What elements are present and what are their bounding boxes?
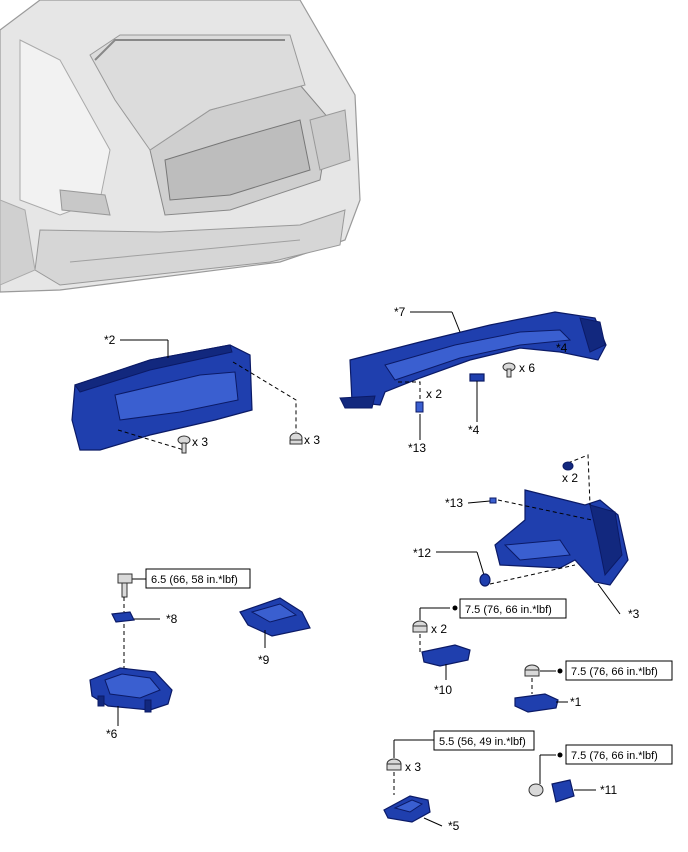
torque-10: 7.5 (76, 66 in.*lbf) — [465, 604, 552, 616]
callout-4-upper: *4 — [556, 341, 568, 355]
qty-left-clip: x 3 — [304, 433, 320, 447]
callout-5: *5 — [448, 819, 460, 833]
torque-5: 5.5 (56, 49 in.*lbf) — [439, 736, 526, 748]
callout-8: *8 — [166, 612, 178, 626]
callout-3: *3 — [628, 607, 640, 621]
part-4-clip — [469, 373, 485, 382]
torque-box-11 — [565, 744, 673, 765]
callout-1: *1 — [570, 695, 582, 709]
callout-4-lower: *4 — [468, 423, 480, 437]
torque-1: 7.5 (76, 66 in.*lbf) — [571, 666, 658, 678]
qty-top-screw: x 6 — [519, 361, 535, 375]
callout-2: *2 — [104, 333, 116, 347]
callout-6: *6 — [106, 727, 118, 741]
qty-bolt-10: x 2 — [431, 622, 447, 636]
part-6-bracket — [89, 667, 173, 713]
torque-8: 6.5 (66, 58 in.*lbf) — [151, 574, 238, 586]
part-12-clip — [479, 573, 491, 587]
torque-11: 7.5 (76, 66 in.*lbf) — [571, 750, 658, 762]
clip-13 — [489, 497, 497, 504]
part-1-bracket — [514, 693, 559, 713]
nut-icon — [528, 783, 544, 797]
part-3-right-side-trim — [494, 489, 629, 586]
adhesive-dot — [452, 605, 458, 611]
part-11-bracket — [551, 779, 575, 803]
callout-12: *12 — [413, 546, 431, 560]
callout-11: *11 — [600, 783, 617, 797]
callout-10: *10 — [434, 683, 452, 697]
qty-top-clip: x 2 — [426, 387, 442, 401]
torque-box-10 — [459, 598, 567, 619]
part-10-bracket — [421, 644, 471, 667]
part-5-bracket — [383, 795, 431, 823]
part-8-bracket — [111, 611, 135, 623]
screw-icon — [502, 362, 516, 378]
qty-left-bolt: x 3 — [192, 435, 208, 449]
qty-right-clip: x 2 — [562, 471, 578, 485]
part-9-cover — [239, 597, 311, 637]
torque-box-1 — [565, 660, 673, 681]
adhesive-dot — [557, 752, 563, 758]
callout-13-upper: *13 — [408, 441, 426, 455]
adhesive-dot — [557, 668, 563, 674]
callout-9: *9 — [258, 653, 270, 667]
vehicle-rear-illustration — [0, 0, 361, 293]
part-7-rear-panel-trim — [339, 311, 607, 409]
clip-icon — [562, 461, 574, 471]
clip-icon — [415, 401, 424, 413]
qty-bolt-5: x 3 — [405, 760, 421, 774]
part-2-left-side-trim — [71, 344, 253, 451]
clip-icon — [289, 432, 303, 445]
nut-icon — [386, 758, 402, 771]
callout-7: *7 — [394, 305, 406, 319]
bolt-icon — [177, 435, 191, 454]
callout-13-lower: *13 — [445, 496, 463, 510]
bolt-icon — [117, 573, 133, 598]
nut-icon — [412, 620, 428, 633]
nut-icon — [524, 664, 540, 677]
